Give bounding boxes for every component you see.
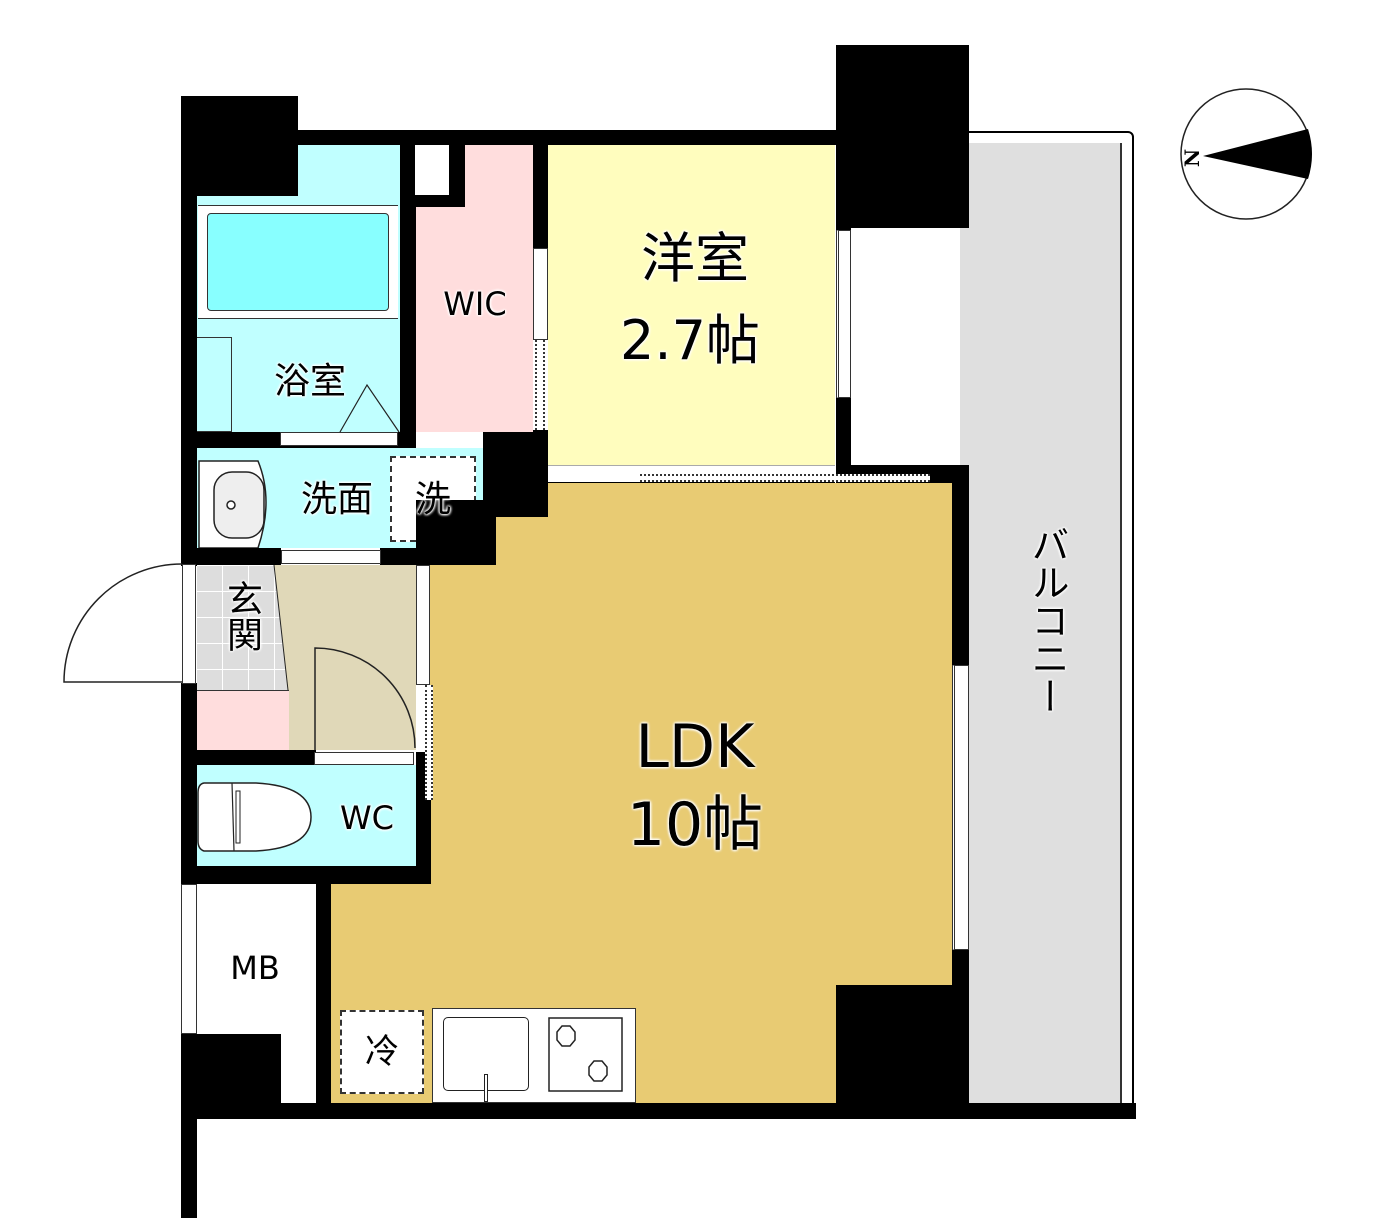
wall (316, 884, 331, 1119)
wall (400, 145, 416, 435)
washroom-label: 洗面 (300, 479, 373, 520)
mb-label: MB (230, 949, 280, 987)
stove-icon (548, 1017, 623, 1092)
wc-label: WC (340, 799, 394, 837)
bath-bench (196, 337, 232, 432)
mb-lower (280, 1034, 316, 1104)
window (181, 884, 197, 1034)
window (952, 665, 969, 950)
wall (181, 1103, 1136, 1119)
hall-door-swing-icon (314, 647, 416, 750)
door-opening (280, 432, 398, 446)
bath-drain-icon (339, 383, 400, 433)
wall (836, 45, 969, 228)
balcony (960, 143, 1122, 1105)
wall (181, 96, 298, 196)
door-opening (281, 550, 381, 564)
toilet-icon (197, 782, 312, 852)
wall (181, 750, 316, 765)
hallway (274, 565, 416, 750)
ldk-label: LDK (635, 712, 755, 782)
bathtub-basin (207, 213, 389, 311)
sliding-door (425, 685, 433, 800)
entrance-door-swing-icon (63, 563, 183, 683)
wall (181, 96, 197, 566)
wall (181, 866, 431, 884)
western-room-label: 洋室 (641, 227, 749, 290)
compass-north-icon (1180, 88, 1312, 220)
door-opening (533, 248, 548, 340)
sliding-door (535, 340, 545, 430)
fridge-space (340, 1010, 424, 1094)
entrance-step (273, 565, 296, 695)
wall (181, 548, 281, 565)
shaft-inner (415, 145, 449, 195)
balcony-label: バルコニー (1025, 525, 1069, 715)
washer-label: 洗 (414, 479, 451, 520)
door-opening (416, 565, 430, 685)
wall (533, 145, 548, 250)
bathroom-label: 浴室 (273, 361, 346, 402)
shoe-storage (196, 690, 289, 750)
ldk-size: 10帖 (626, 790, 764, 860)
wic-label: WIC (443, 285, 507, 323)
window (836, 230, 851, 398)
entrance (196, 565, 289, 690)
washbasin-icon (198, 460, 267, 549)
fridge-label: 冷 (365, 1032, 399, 1072)
entrance-door-frame (182, 564, 196, 684)
faucet-icon (484, 1074, 488, 1102)
sliding-door (640, 474, 930, 482)
entrance-label: 玄関 (221, 580, 262, 652)
western-room (548, 145, 835, 467)
wall (181, 130, 836, 145)
wall (836, 985, 969, 1105)
western-room-size: 2.7帖 (620, 309, 760, 372)
wall (380, 548, 496, 565)
compass-north-label: N (1180, 148, 1204, 168)
mb (196, 884, 316, 1034)
door-opening (314, 752, 414, 765)
